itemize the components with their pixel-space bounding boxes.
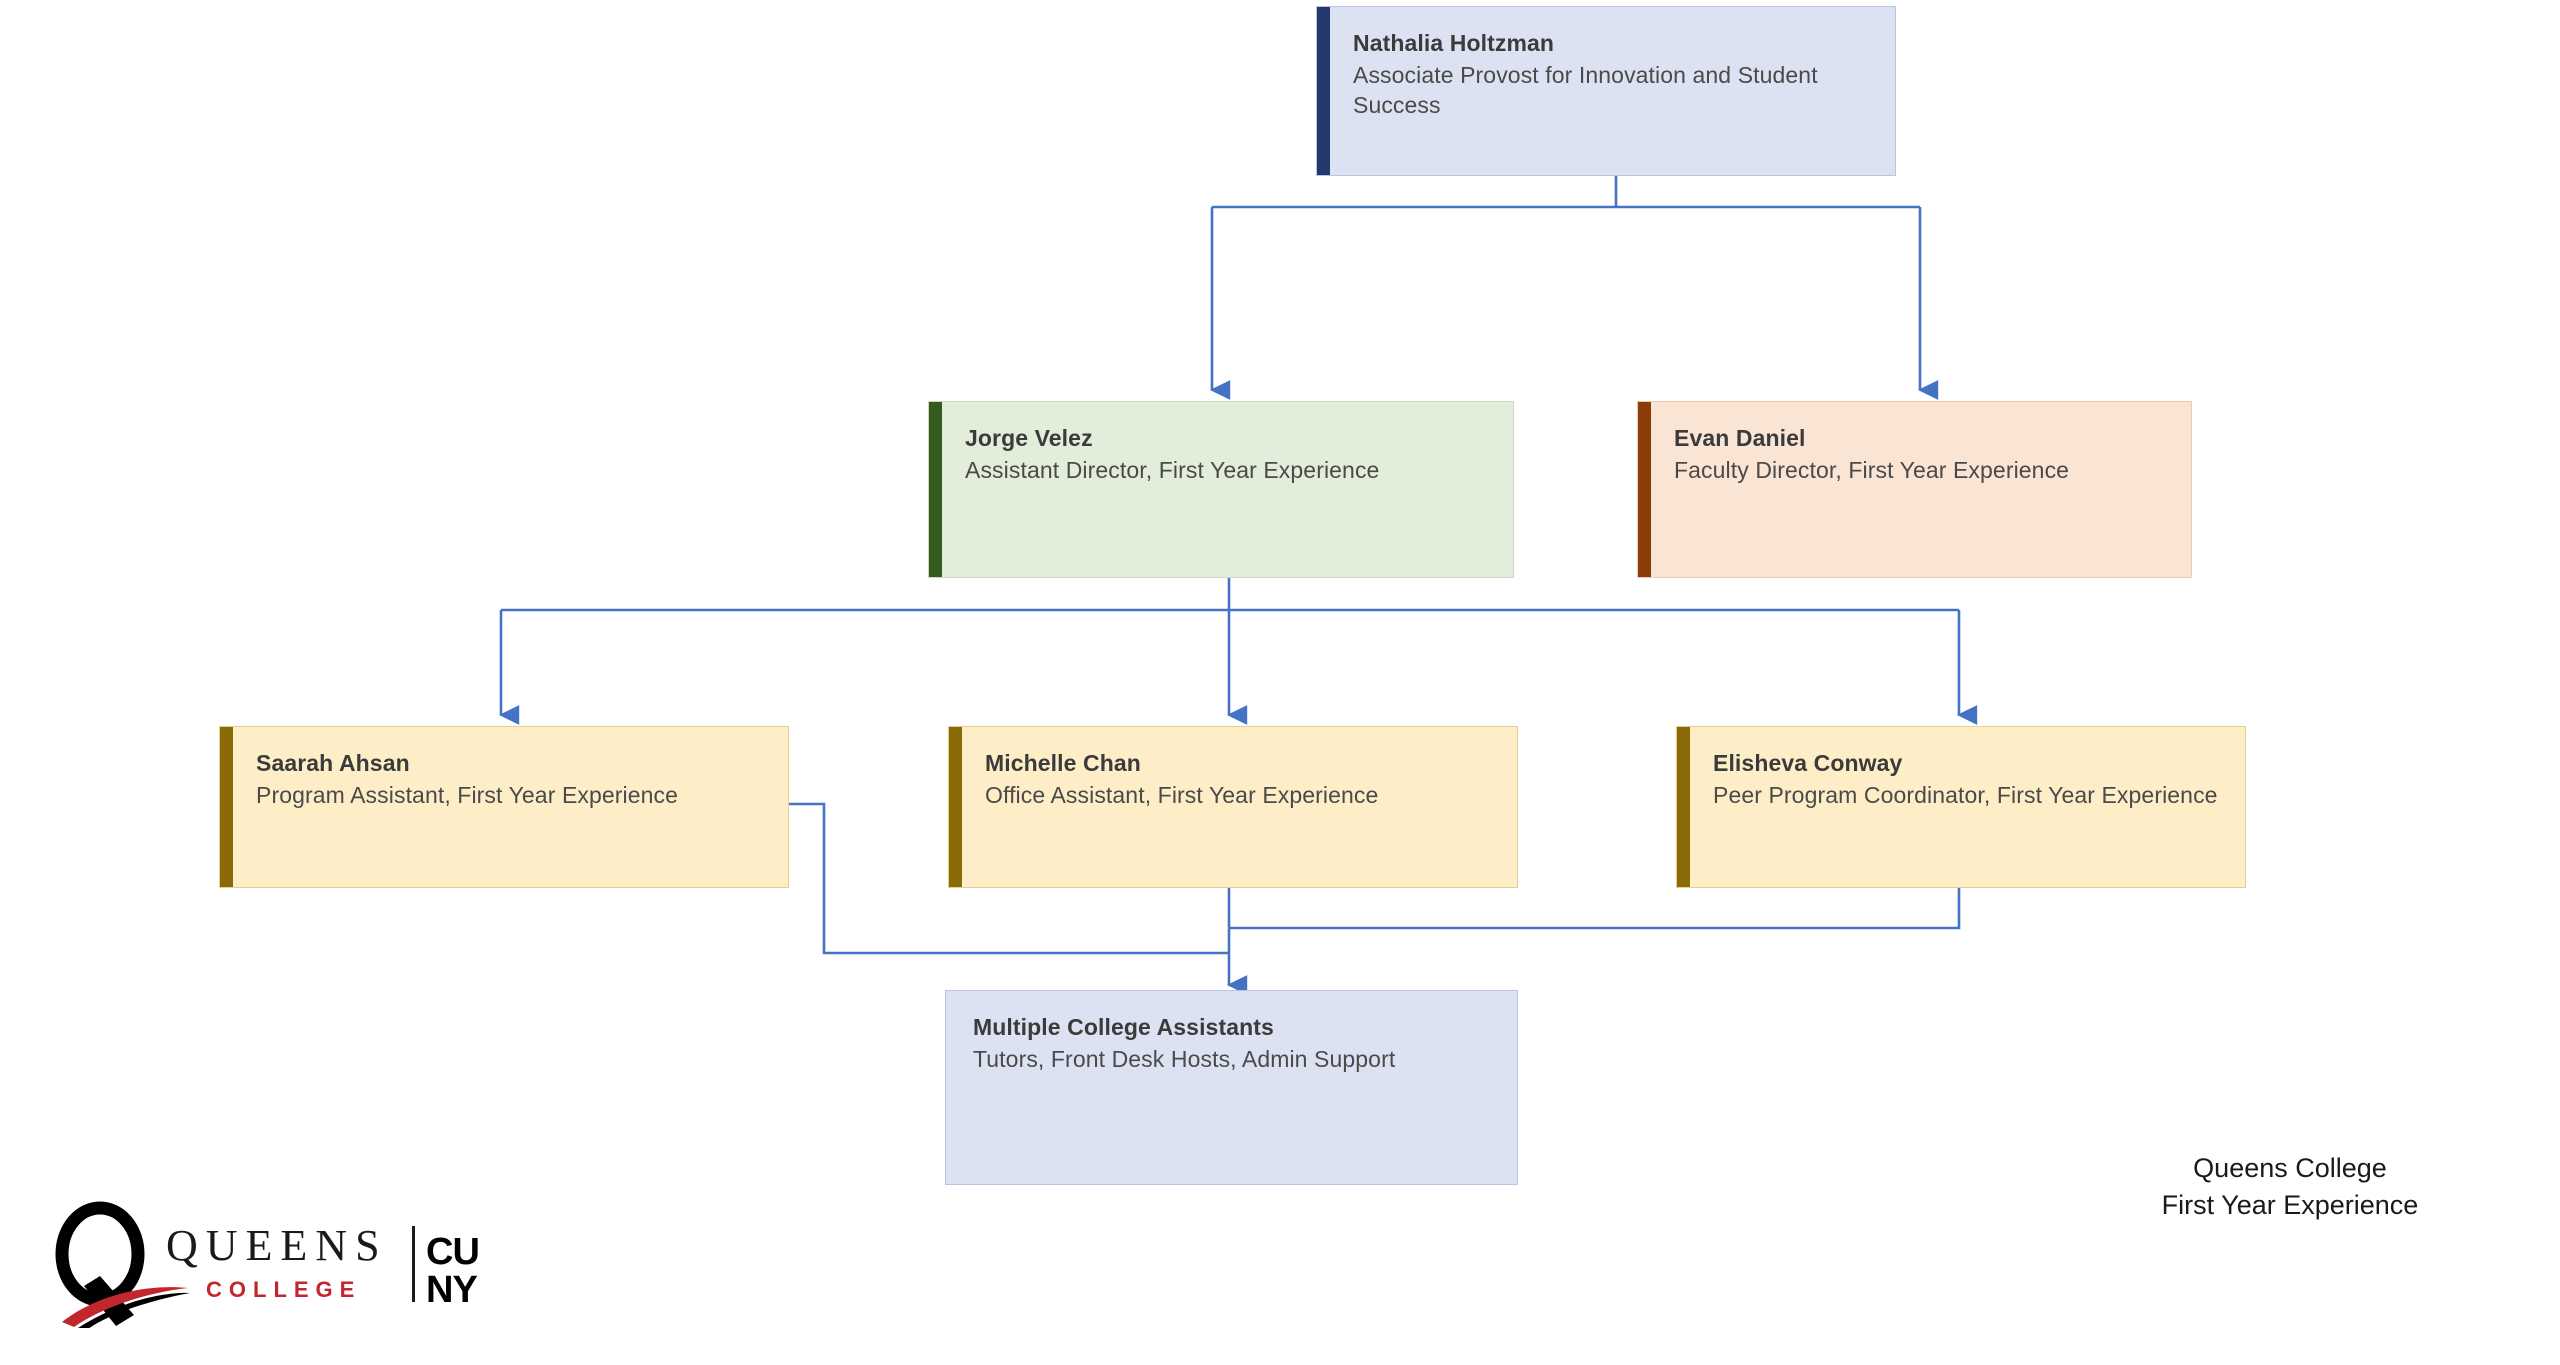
org-node-elisheva-conway[interactable]: Elisheva Conway Peer Program Coordinator… [1676,726,2246,888]
node-accent-bar [1677,727,1690,887]
node-name: Jorge Velez [965,425,1093,451]
node-title: Assistant Director, First Year Experienc… [965,457,1380,484]
node-accent-bar [949,727,962,887]
node-title: Tutors, Front Desk Hosts, Admin Support [973,1046,1396,1073]
logo-cuny-top: CU [426,1231,479,1273]
node-content: Evan Daniel Faculty Director, First Year… [1651,402,2191,577]
node-name: Evan Daniel [1674,425,1806,451]
org-node-nathalia-holtzman[interactable]: Nathalia Holtzman Associate Provost for … [1316,6,1896,176]
logo-swoosh-black [78,1292,190,1328]
org-node-multiple-college-assistants[interactable]: Multiple College Assistants Tutors, Fron… [945,990,1518,1185]
logo-wordmark: QUEENS [166,1221,388,1270]
node-accent-bar [929,402,942,577]
node-title: Faculty Director, First Year Experience [1674,457,2070,484]
node-content: Jorge Velez Assistant Director, First Ye… [942,402,1513,577]
node-name: Nathalia Holtzman [1353,30,1555,56]
node-content: Nathalia Holtzman Associate Provost for … [1330,7,1895,175]
node-title: Office Assistant, First Year Experience [985,782,1379,809]
footer-line-unit: First Year Experience [2161,1190,2419,1221]
node-name: Multiple College Assistants [973,1014,1274,1040]
footer-line-institution: Queens College [2193,1153,2387,1183]
node-name: Michelle Chan [985,750,1141,776]
node-content: Elisheva Conway Peer Program Coordinator… [1690,727,2245,887]
logo-divider [412,1226,415,1302]
footer-caption: Queens College First Year Experience [2080,1150,2500,1225]
node-name: Saarah Ahsan [256,750,410,776]
org-node-saarah-ahsan[interactable]: Saarah Ahsan Program Assistant, First Ye… [219,726,789,888]
logo-cuny-bottom: NY [426,1269,477,1311]
node-accent-bar [1638,402,1651,577]
node-accent-bar [220,727,233,887]
node-content: Saarah Ahsan Program Assistant, First Ye… [233,727,788,887]
node-title: Program Assistant, First Year Experience [256,782,679,809]
org-node-michelle-chan[interactable]: Michelle Chan Office Assistant, First Ye… [948,726,1518,888]
org-node-evan-daniel[interactable]: Evan Daniel Faculty Director, First Year… [1637,401,2192,578]
node-content: Michelle Chan Office Assistant, First Ye… [962,727,1517,887]
node-title: Associate Provost for Innovation and Stu… [1353,62,1818,119]
node-content: Multiple College Assistants Tutors, Fron… [946,991,1517,1184]
edge-conway-to-assistants [1229,888,1961,930]
node-accent-bar [1317,7,1330,175]
queens-college-logo: QUEENS COLLEGE CU NY [55,1201,480,1328]
node-title: Peer Program Coordinator, First Year Exp… [1713,782,2218,809]
logo-swoosh-red [62,1287,188,1327]
org-node-jorge-velez[interactable]: Jorge Velez Assistant Director, First Ye… [928,401,1514,578]
node-name: Elisheva Conway [1713,750,1903,776]
logo-sub-wordmark: COLLEGE [206,1277,361,1302]
